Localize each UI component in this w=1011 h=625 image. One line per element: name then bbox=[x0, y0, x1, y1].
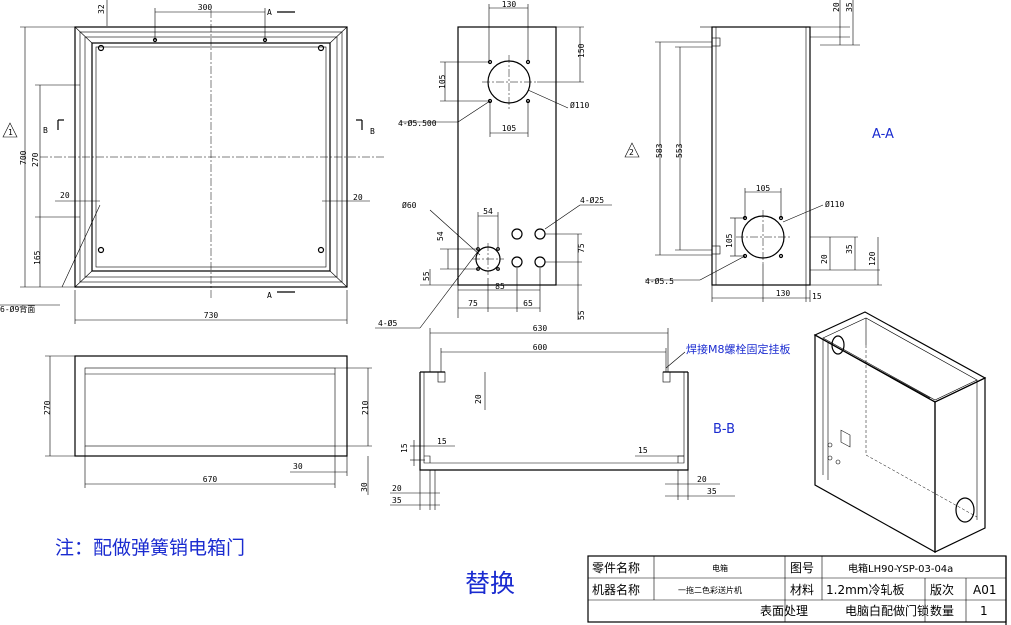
sv-dim-105-v: 105 bbox=[438, 74, 447, 89]
sv-dia-60: Ø60 bbox=[402, 200, 417, 210]
triangle-2-label: 2 bbox=[629, 148, 634, 157]
note-text: 注：配做弹簧销电箱门 bbox=[55, 537, 245, 559]
section-b-left: B bbox=[43, 126, 48, 135]
aa-dim-15: 15 bbox=[812, 292, 822, 301]
bottom-view bbox=[45, 355, 372, 495]
section-bb bbox=[390, 328, 735, 510]
aa-dim-20-b: 20 bbox=[820, 254, 829, 264]
section-aa bbox=[624, 0, 882, 302]
bb-dim-600: 600 bbox=[533, 343, 548, 352]
tb-part-name-value: 电箱 bbox=[712, 563, 728, 573]
bb-dim-630: 630 bbox=[533, 324, 548, 333]
tb-qty-label: 数量 bbox=[930, 603, 954, 618]
bv-dim-30-b: 30 bbox=[360, 482, 369, 492]
isometric-view bbox=[813, 311, 987, 554]
sv-dim-55-b: 55 bbox=[577, 310, 586, 320]
weld-note: 焊接M8螺栓固定挂板 bbox=[686, 342, 791, 356]
bv-dim-30-a: 30 bbox=[293, 462, 303, 471]
tb-machine-value: 一拖二色彩送片机 bbox=[678, 585, 742, 595]
bb-dim-15-a: 15 bbox=[400, 443, 409, 453]
aa-dim-105-v: 105 bbox=[725, 233, 734, 248]
bb-dim-35-bl: 35 bbox=[392, 496, 402, 505]
aa-dim-35-t: 35 bbox=[845, 2, 854, 12]
dim-165: 165 bbox=[33, 250, 42, 265]
sv-dim-54-h: 54 bbox=[483, 207, 493, 216]
section-a-top: A bbox=[267, 8, 272, 17]
dim-270: 270 bbox=[31, 152, 40, 167]
bb-dim-20-mid: 20 bbox=[474, 394, 483, 404]
sv-holes-25: 4-Ø25 bbox=[580, 195, 604, 205]
sv-dim-105-h: 105 bbox=[502, 124, 517, 133]
bv-dim-670: 670 bbox=[203, 475, 218, 484]
sv-dim-65: 65 bbox=[523, 299, 533, 308]
front-view bbox=[0, 0, 385, 324]
sv-dim-85: 85 bbox=[495, 282, 505, 291]
triangle-1-label: 1 bbox=[8, 128, 13, 137]
tb-surface-value: 电脑白配做门锁 bbox=[845, 603, 929, 618]
sv-dim-54-v: 54 bbox=[436, 231, 445, 241]
aa-dim-105-h: 105 bbox=[756, 184, 771, 193]
aa-dim-35-b: 35 bbox=[845, 244, 854, 254]
bv-dim-270: 270 bbox=[43, 400, 52, 415]
sv-dim-75-b: 75 bbox=[468, 299, 478, 308]
sv-holes-5: 4-Ø5 bbox=[378, 318, 397, 328]
dim-32: 32 bbox=[97, 4, 106, 14]
aa-holes-5-5: 4-Ø5.5 bbox=[645, 276, 674, 286]
tb-version-label: 版次 bbox=[930, 583, 954, 597]
bb-dim-15-c: 15 bbox=[638, 446, 648, 455]
tb-material-value: 1.2mm冷轧板 bbox=[826, 583, 904, 597]
title-block bbox=[587, 555, 1007, 625]
bb-dim-20-br: 20 bbox=[697, 475, 707, 484]
dim-300: 300 bbox=[198, 3, 213, 12]
replace-text: 替换 bbox=[465, 569, 515, 598]
bb-dim-20-bl: 20 bbox=[392, 484, 402, 493]
aa-dia-110: Ø110 bbox=[825, 199, 844, 209]
aa-dim-553: 553 bbox=[675, 143, 684, 158]
sv-dim-150: 150 bbox=[577, 43, 586, 58]
aa-dim-583: 583 bbox=[655, 143, 664, 158]
tb-qty-value: 1 bbox=[980, 604, 988, 618]
sv-dim-130: 130 bbox=[502, 0, 517, 9]
bb-dim-15-b: 15 bbox=[437, 437, 447, 446]
tb-material-label: 材料 bbox=[790, 583, 814, 597]
dim-20-right: 20 bbox=[353, 193, 363, 202]
section-a-bottom: A bbox=[267, 291, 272, 300]
tb-machine-label: 机器名称 bbox=[592, 582, 640, 597]
dim-20-left: 20 bbox=[60, 191, 70, 200]
bv-dim-210: 210 bbox=[361, 400, 370, 415]
aa-dim-120: 120 bbox=[868, 251, 877, 266]
bb-dim-35-br: 35 bbox=[707, 487, 717, 496]
aa-dim-130: 130 bbox=[776, 289, 791, 298]
section-bb-label: B-B bbox=[713, 422, 735, 437]
tb-drawing-no-value: 电箱LH90-YSP-03-04a bbox=[848, 562, 953, 575]
sv-holes-5-5: 4-Ø5.500 bbox=[398, 118, 437, 128]
section-aa-label: A-A bbox=[872, 127, 894, 142]
sv-dia-110: Ø110 bbox=[570, 100, 589, 110]
tb-part-name-label: 零件名称 bbox=[592, 560, 640, 575]
tb-version-value: A01 bbox=[973, 583, 996, 597]
side-view bbox=[375, 4, 612, 329]
dim-730: 730 bbox=[204, 311, 219, 320]
dim-700: 700 bbox=[19, 150, 28, 165]
holes-note: 6-Ø9背面 bbox=[0, 304, 35, 314]
aa-dim-20-t: 20 bbox=[832, 2, 841, 12]
sv-dim-75-r: 75 bbox=[577, 243, 586, 253]
section-b-right: B bbox=[370, 127, 375, 136]
tb-surface-label: 表面处理 bbox=[760, 604, 808, 618]
tb-drawing-no-label: 图号 bbox=[790, 561, 814, 575]
sv-dim-55-l: 55 bbox=[422, 271, 431, 281]
